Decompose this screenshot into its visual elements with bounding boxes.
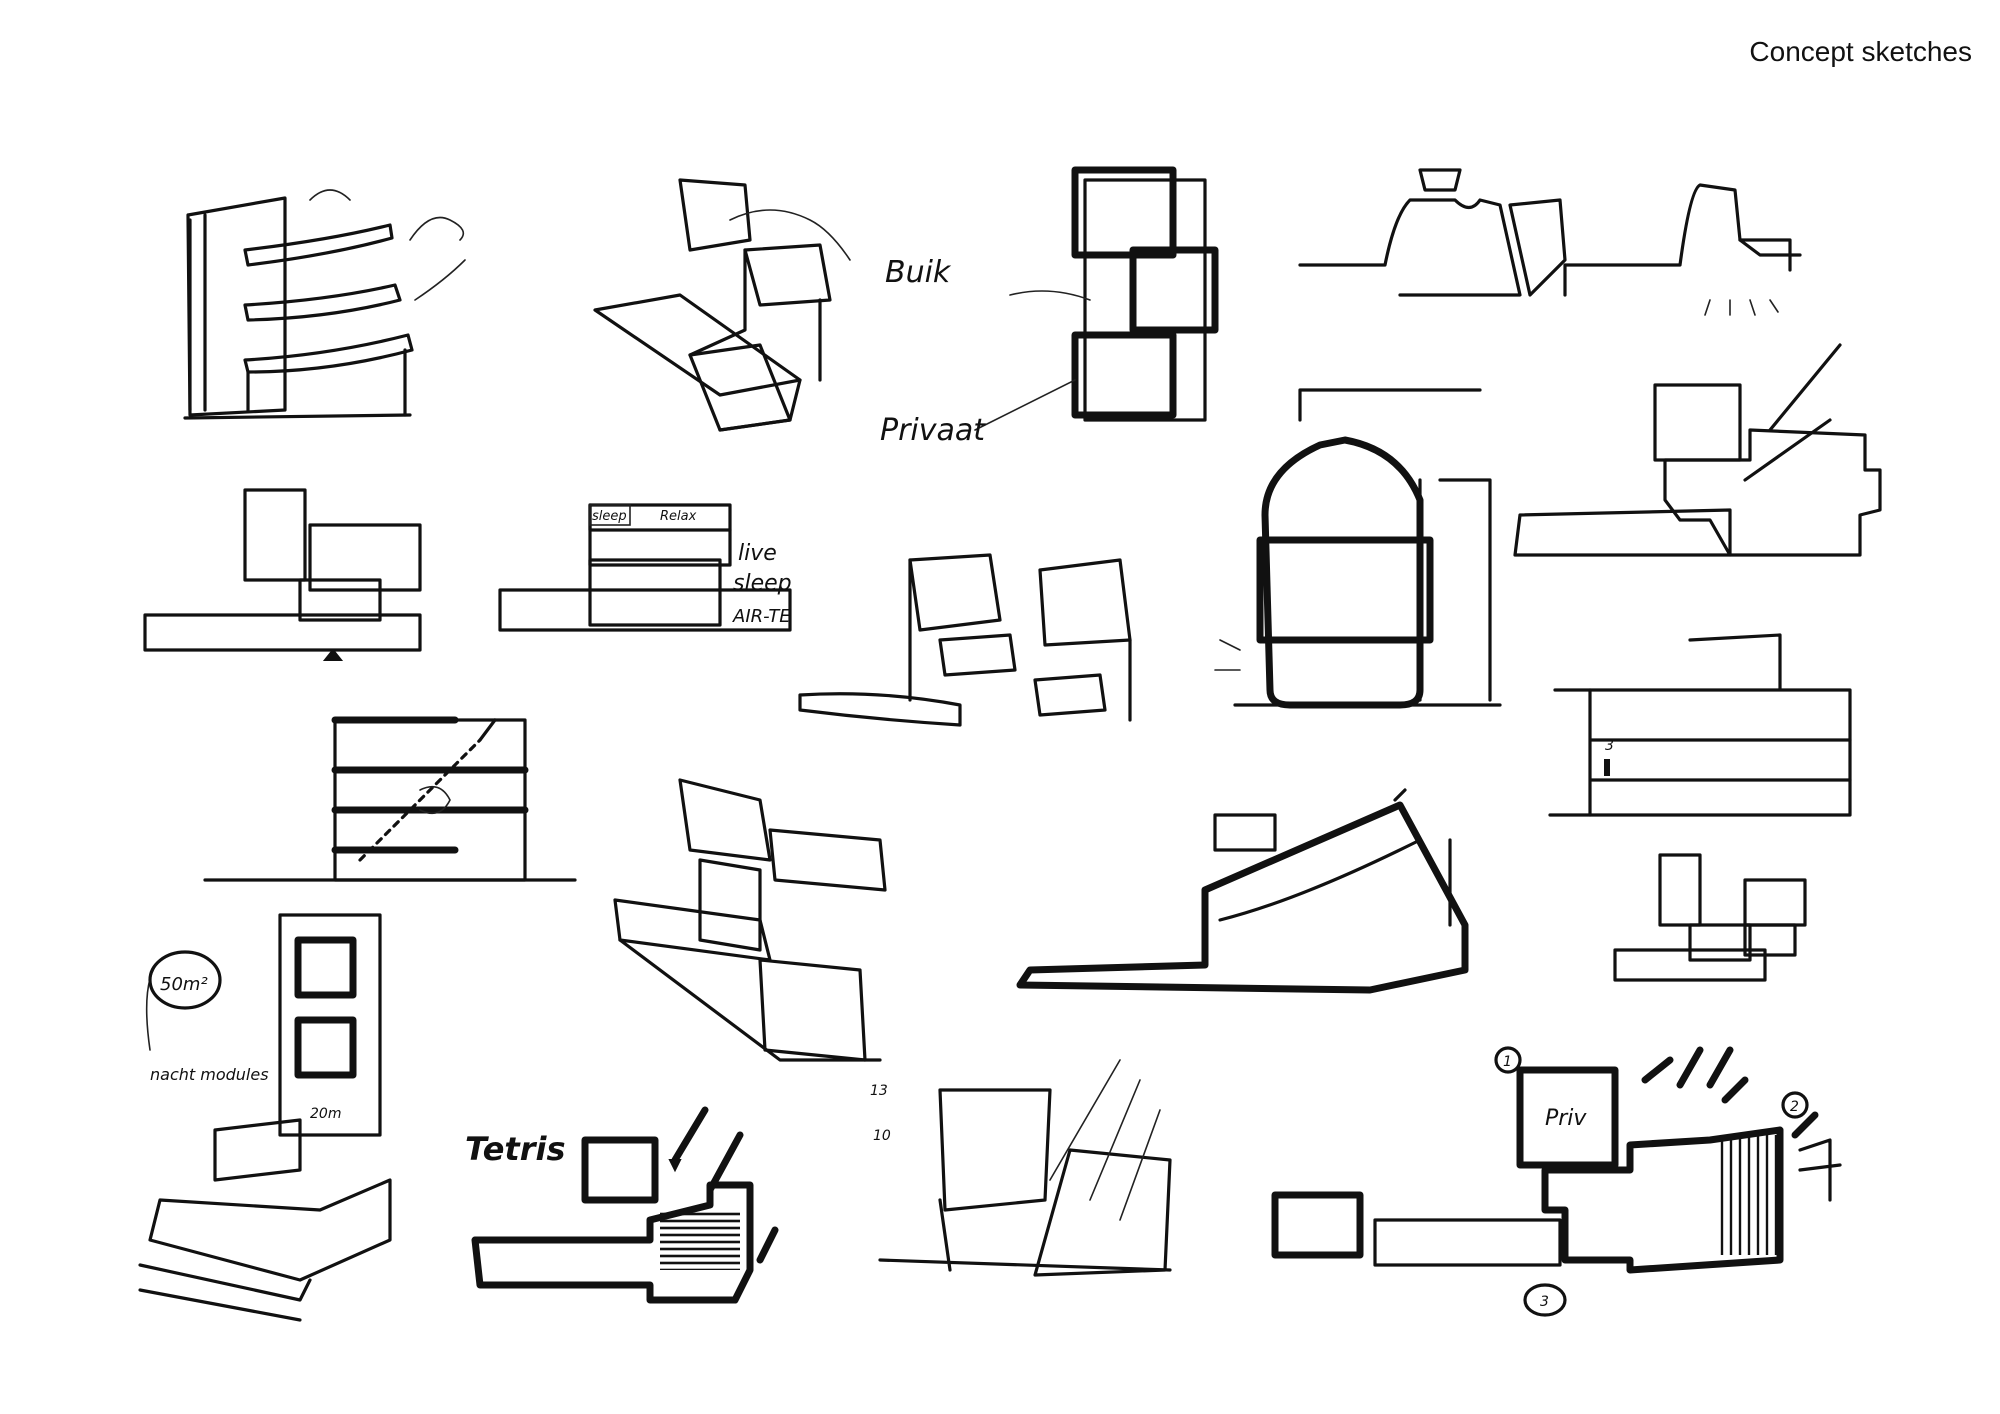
label-num10: 10 bbox=[873, 1128, 891, 1144]
label-twenty: 20m bbox=[310, 1106, 341, 1122]
label-airte: AIR-TE bbox=[732, 606, 791, 627]
sketch-twin-perspective bbox=[798, 553, 1132, 727]
label-live: live bbox=[738, 541, 777, 566]
label-priv: Priv bbox=[1545, 1106, 1587, 1131]
label-som: 50m² bbox=[160, 974, 208, 995]
label-num13: 13 bbox=[870, 1083, 888, 1099]
sketch-tetris: Tetris bbox=[465, 1106, 779, 1304]
sketch-nacht-modules: 50m² nacht modules 20m bbox=[138, 913, 392, 1322]
sketch-numbered-plan: Priv 1 2 3 bbox=[1271, 1046, 1842, 1317]
sketch-programme-section: sleep Relax live sleep AIR-TE bbox=[498, 503, 792, 632]
sketch-layered-section-right: 3 bbox=[1548, 633, 1852, 817]
label-sleep: sleep bbox=[592, 509, 627, 524]
label-privaat: Privaat bbox=[880, 413, 986, 448]
sketch-curved-balconies bbox=[183, 189, 466, 420]
sketch-ramped-section bbox=[1016, 788, 1469, 994]
sketch-terraced-mounds bbox=[1298, 168, 1802, 316]
label-nacht-module: nacht modules bbox=[150, 1065, 269, 1084]
label-c1: 1 bbox=[1503, 1054, 1512, 1070]
label-c3: 3 bbox=[1540, 1294, 1549, 1310]
label-tetris: Tetris bbox=[465, 1130, 566, 1168]
sketch-section-diagonal bbox=[203, 716, 577, 882]
sketch-stepped-plan bbox=[1513, 343, 1882, 557]
sketch-dark-perspective bbox=[613, 778, 887, 1062]
label-n3: 3 bbox=[1605, 738, 1614, 754]
page-title: Concept sketches bbox=[1749, 36, 1972, 67]
sketch-small-dark-stacked bbox=[1613, 853, 1807, 982]
sketch-vertical-hatched: 13 10 bbox=[870, 1059, 1172, 1277]
sketch-capsule-window bbox=[1214, 388, 1502, 709]
sketch-hatched-perspective bbox=[593, 178, 851, 432]
label-relax: Relax bbox=[660, 509, 697, 524]
sketch-buik-privaat: Buik Privaat bbox=[880, 166, 1219, 448]
label-c2: 2 bbox=[1790, 1099, 1799, 1115]
label-sleep-2: sleep bbox=[733, 571, 792, 596]
sketch-dark-stacked-blocks bbox=[143, 488, 422, 661]
label-buik: Buik bbox=[885, 255, 952, 290]
